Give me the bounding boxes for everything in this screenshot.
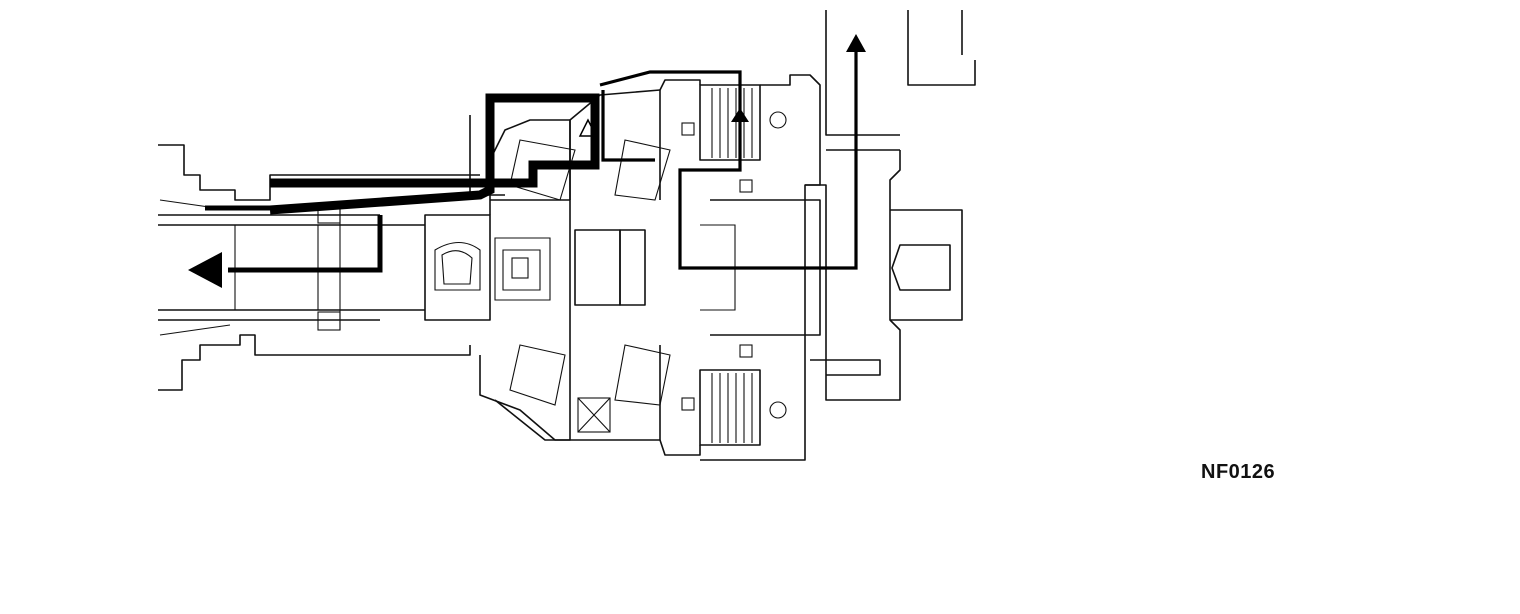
arrow-gear-icon bbox=[578, 118, 598, 137]
bevel-gears bbox=[509, 89, 671, 441]
arrow-rear-output-icon bbox=[846, 34, 866, 52]
figure-code-label: NF0126 bbox=[1201, 461, 1276, 483]
arrow-clutch-icon bbox=[731, 108, 749, 122]
left-output-shaft bbox=[158, 144, 480, 391]
arrow-front-output-icon bbox=[188, 252, 222, 288]
rear-output-housing bbox=[805, 10, 976, 401]
torque-flow-front-path bbox=[205, 50, 858, 273]
